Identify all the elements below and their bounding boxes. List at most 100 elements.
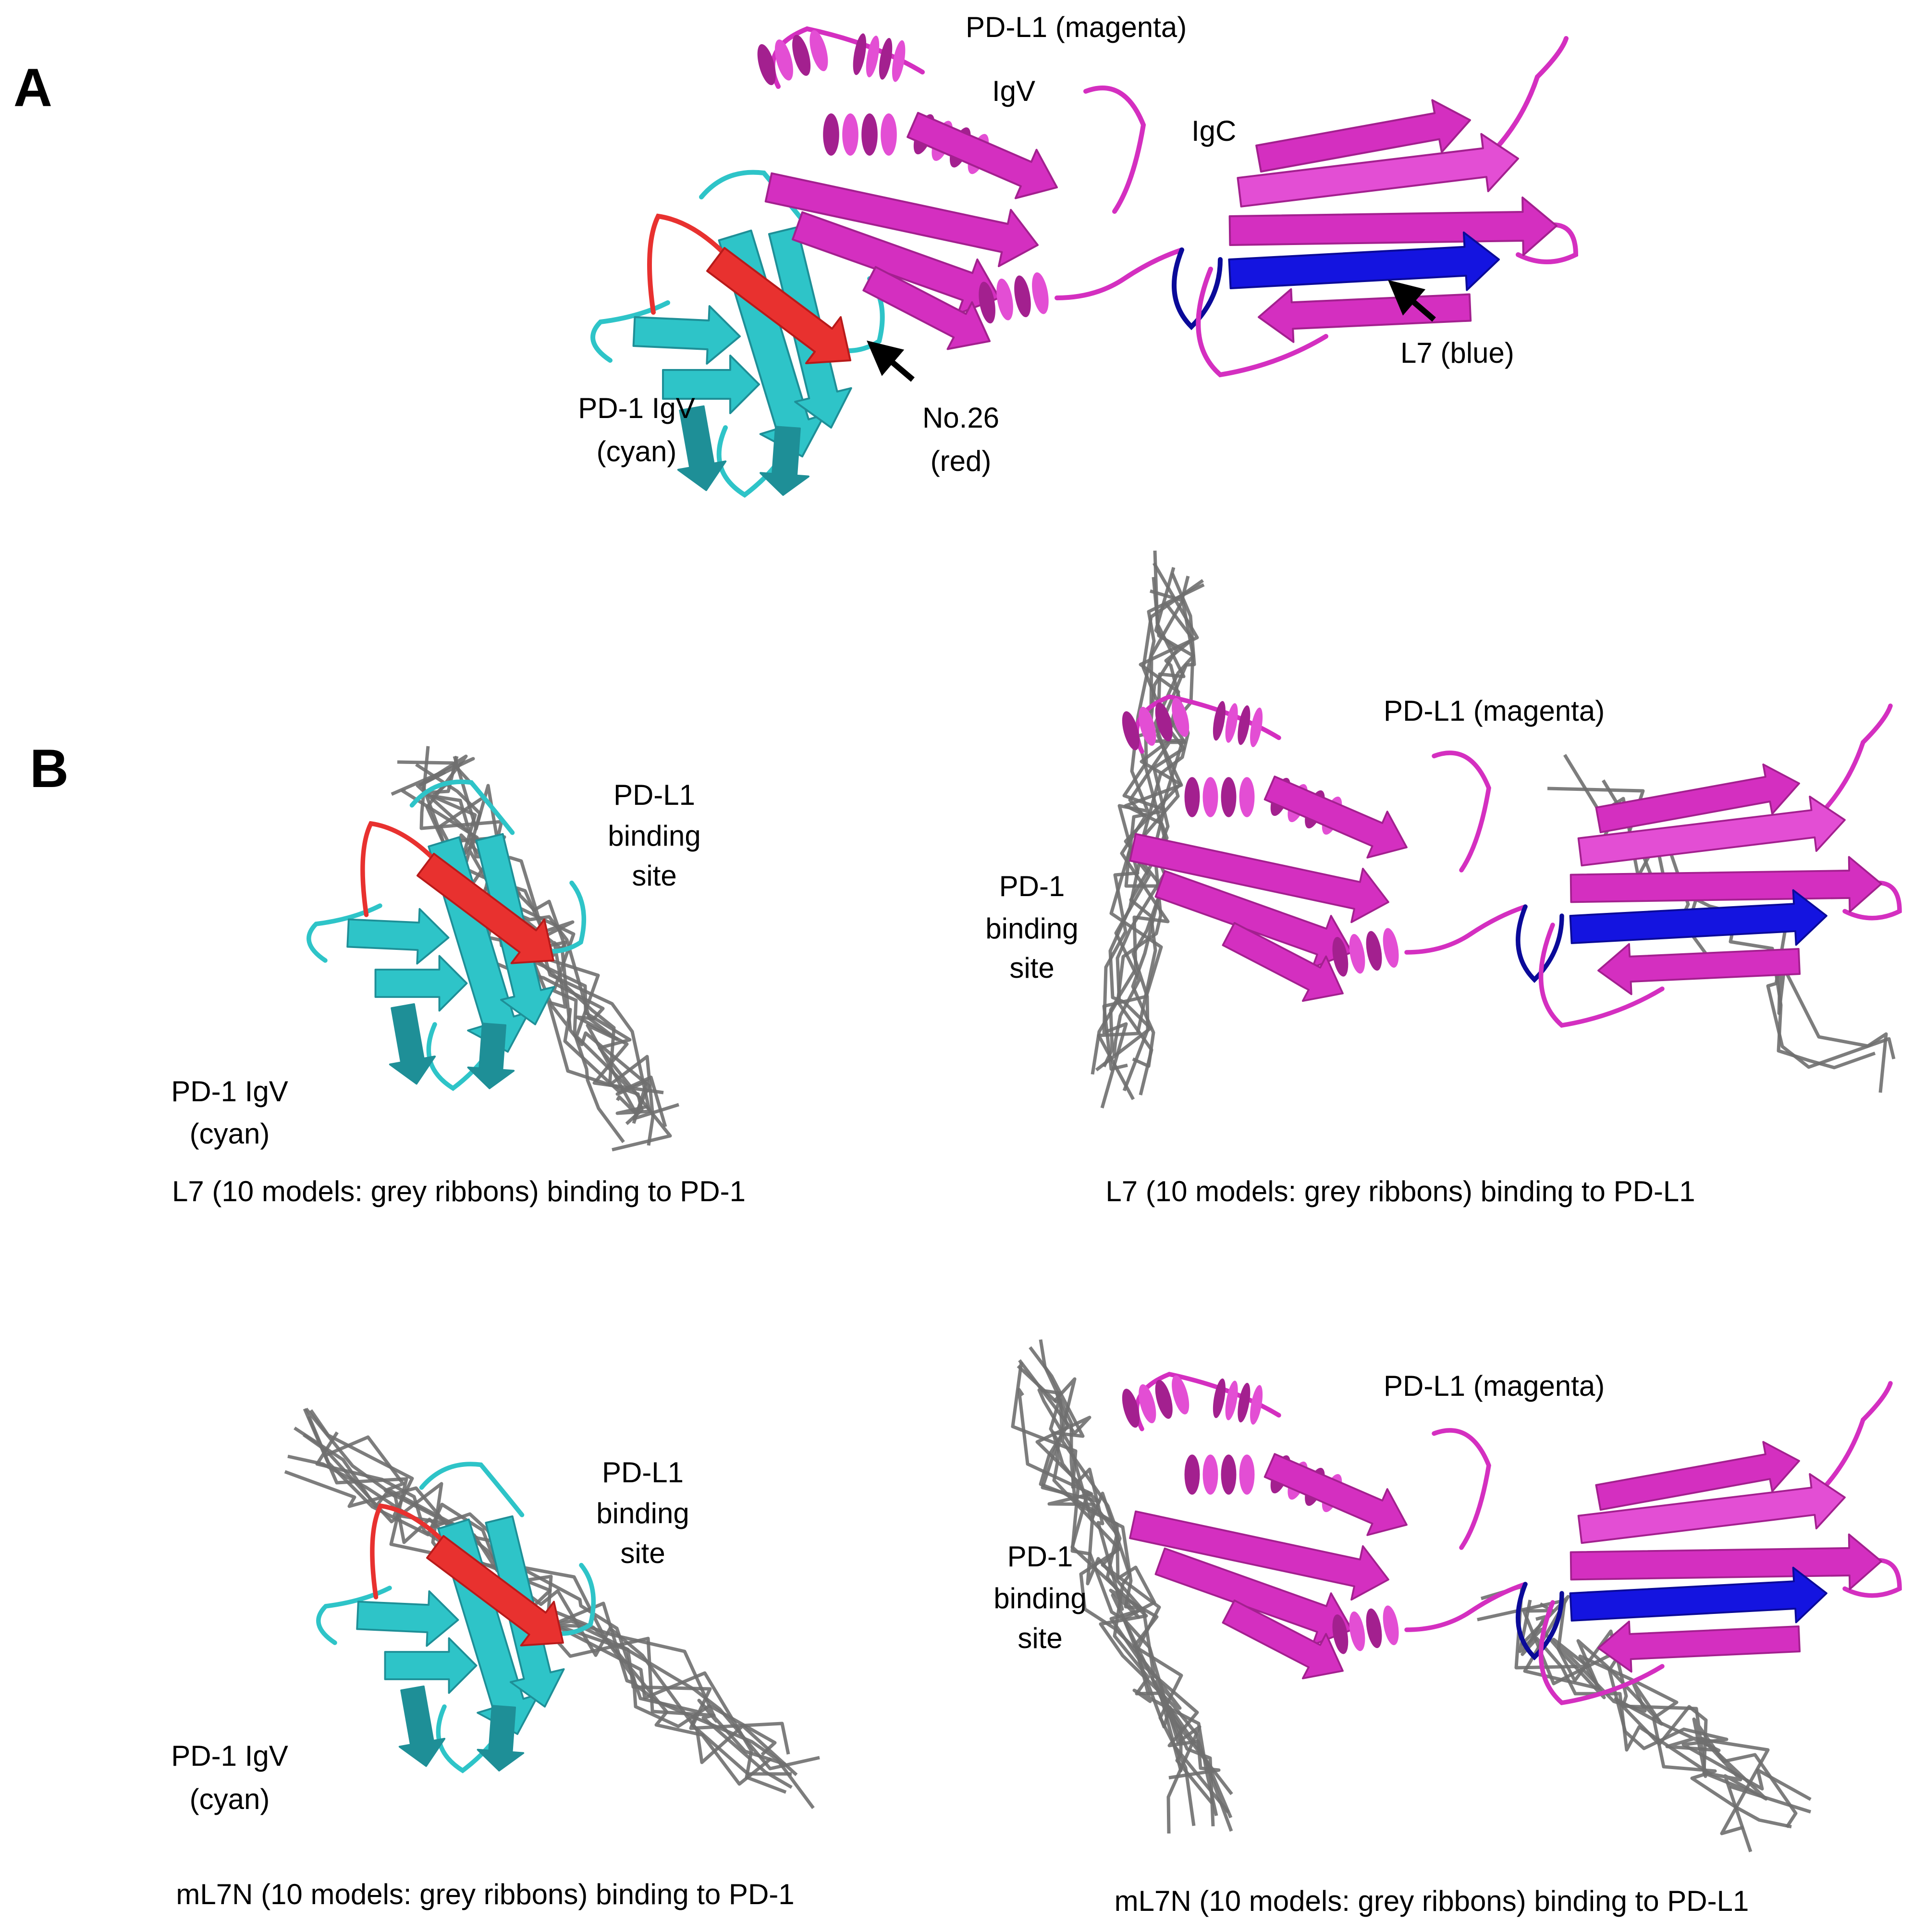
r2r-grey-models-site bbox=[1011, 1339, 1233, 1834]
pdl1-helix-turn bbox=[774, 39, 793, 81]
pdl1-helix-turn bbox=[881, 113, 897, 156]
pdl1-helix-turn bbox=[879, 38, 893, 80]
pdl1-helix bbox=[1213, 701, 1263, 748]
pdl1-strand bbox=[1129, 833, 1389, 923]
pd1-strand bbox=[398, 1686, 446, 1767]
pdl1-helix-turn bbox=[1014, 275, 1031, 318]
r2l-caption: mL7N (10 models: grey ribbons) binding t… bbox=[176, 1878, 795, 1910]
pdl1-domain bbox=[757, 26, 1579, 378]
pdl1-helix-turn bbox=[979, 282, 995, 324]
r1l-caption: L7 (10 models: grey ribbons) binding to … bbox=[172, 1175, 746, 1207]
pdl1-helix-turn bbox=[1349, 934, 1365, 974]
r2l-site-label-line3: site bbox=[620, 1537, 665, 1569]
r1r-caption: L7 (10 models: grey ribbons) binding to … bbox=[1105, 1175, 1695, 1207]
panel-a-pd1-label-line1: PD-1 IgV bbox=[578, 392, 695, 424]
pdl1-helix bbox=[1122, 698, 1189, 751]
pdl1-helix bbox=[1184, 777, 1255, 817]
pdl1-strand bbox=[1263, 775, 1408, 859]
peptide-model bbox=[1522, 1602, 1812, 1801]
pdl1-helix-turn bbox=[1366, 931, 1382, 971]
peptide-model bbox=[309, 1409, 786, 1766]
panel-a-letter: A bbox=[13, 58, 52, 118]
pdl1-loop bbox=[1083, 86, 1146, 214]
l7-strand bbox=[1228, 231, 1500, 291]
r2l-site-label-line1: PD-L1 bbox=[601, 1456, 684, 1489]
pdl1-helix-turn bbox=[1221, 777, 1237, 817]
r2l-site-label-line2: binding bbox=[596, 1497, 689, 1529]
pd1-loop bbox=[419, 1462, 525, 1517]
pdl1-helix-turn bbox=[1213, 1378, 1226, 1418]
r1r-site-label-line2: binding bbox=[985, 912, 1079, 945]
pdl1-helix-turn bbox=[1184, 777, 1200, 817]
pdl1-loop bbox=[1196, 267, 1328, 378]
pdl1-strand bbox=[1570, 1533, 1882, 1590]
pointer-arrow-layer bbox=[867, 280, 1436, 382]
pd1-strand bbox=[389, 1003, 436, 1085]
pd1-igv-domain bbox=[590, 170, 885, 498]
pdl1-helix-turn bbox=[842, 113, 858, 156]
l7-strand bbox=[1569, 1566, 1827, 1624]
pdl1-strand bbox=[1154, 870, 1353, 969]
pdl1-helix-turn bbox=[1239, 1454, 1255, 1495]
pdl1-strand bbox=[1595, 1441, 1800, 1511]
pdl1-loop bbox=[1538, 1600, 1665, 1706]
pdl1-helix bbox=[1332, 1605, 1399, 1654]
no26-strand bbox=[706, 247, 851, 364]
pd1-strand bbox=[477, 1705, 525, 1772]
pdl1-helix-turn bbox=[1139, 1384, 1156, 1424]
pdl1-helix-turn bbox=[1202, 1454, 1218, 1495]
pdl1-strand bbox=[1154, 1547, 1353, 1646]
l7-loop bbox=[1172, 247, 1223, 331]
pdl1-helix-turn bbox=[1122, 711, 1140, 751]
pdl1-helix-turn bbox=[1184, 1454, 1200, 1495]
pd1-igv-domain bbox=[307, 779, 587, 1091]
pdl1-helix-turn bbox=[1213, 701, 1226, 741]
pdl1-strand bbox=[1263, 1453, 1408, 1536]
pdl1-helix-turn bbox=[1225, 1380, 1238, 1420]
peptide-model bbox=[1520, 1595, 1812, 1814]
pdl1-loop bbox=[1538, 923, 1665, 1028]
r1l-pd1-label-line1: PD-1 IgV bbox=[171, 1075, 288, 1108]
pdl1-strand bbox=[1597, 1620, 1801, 1673]
pdl1-helix-turn bbox=[861, 113, 878, 156]
peptide-model bbox=[1052, 1377, 1215, 1827]
pdl1-helix-turn bbox=[1383, 928, 1399, 968]
pdl1-strand bbox=[764, 172, 1039, 267]
pd1-strand bbox=[760, 426, 809, 496]
peptide-model bbox=[1018, 1359, 1202, 1834]
pdl1-helix-turn bbox=[1238, 1383, 1251, 1423]
r2r-site-label-line3: site bbox=[1018, 1622, 1063, 1654]
pdl1-strand bbox=[862, 266, 991, 350]
pd1-strand bbox=[632, 305, 741, 365]
l7-strand bbox=[1569, 889, 1827, 946]
pdl1-helix-turn bbox=[1383, 1605, 1399, 1645]
pdl1-helix-turn bbox=[1366, 1608, 1382, 1649]
pd1-strand bbox=[384, 1637, 478, 1694]
pd1-loop bbox=[307, 903, 382, 963]
peptide-model bbox=[1041, 1398, 1221, 1780]
pdl1-helix-turn bbox=[792, 35, 811, 76]
pdl1-domain bbox=[1122, 694, 1902, 1028]
pdl1-strand bbox=[791, 211, 1000, 315]
pdl1-helix-turn bbox=[823, 113, 839, 156]
r1l-site-label-line1: PD-L1 bbox=[613, 779, 696, 811]
pdl1-strand bbox=[1570, 856, 1882, 913]
pdl1-helix-turn bbox=[1221, 1454, 1237, 1495]
no26-strand bbox=[417, 852, 554, 964]
pdl1-helix-turn bbox=[1332, 1614, 1349, 1654]
pdl1-strand bbox=[1222, 1599, 1344, 1680]
pdl1-loop bbox=[1432, 1428, 1491, 1550]
pdl1-helix-turn bbox=[853, 33, 867, 75]
pd1-strand bbox=[346, 908, 450, 965]
r1l-site-label-line3: site bbox=[632, 860, 677, 892]
pdl1-helix-turn bbox=[996, 278, 1013, 320]
pdl1-helix-turn bbox=[1238, 705, 1251, 745]
peptide-model bbox=[431, 778, 680, 1120]
panel-a-pd1-label-line2: (cyan) bbox=[596, 435, 677, 468]
peptide-model bbox=[1518, 1600, 1792, 1829]
pdl1-strand bbox=[1222, 922, 1344, 1002]
panel-b-letter: B bbox=[30, 738, 69, 799]
pdl1-strand bbox=[1577, 795, 1846, 867]
r1l-site-label-line2: binding bbox=[608, 820, 701, 852]
